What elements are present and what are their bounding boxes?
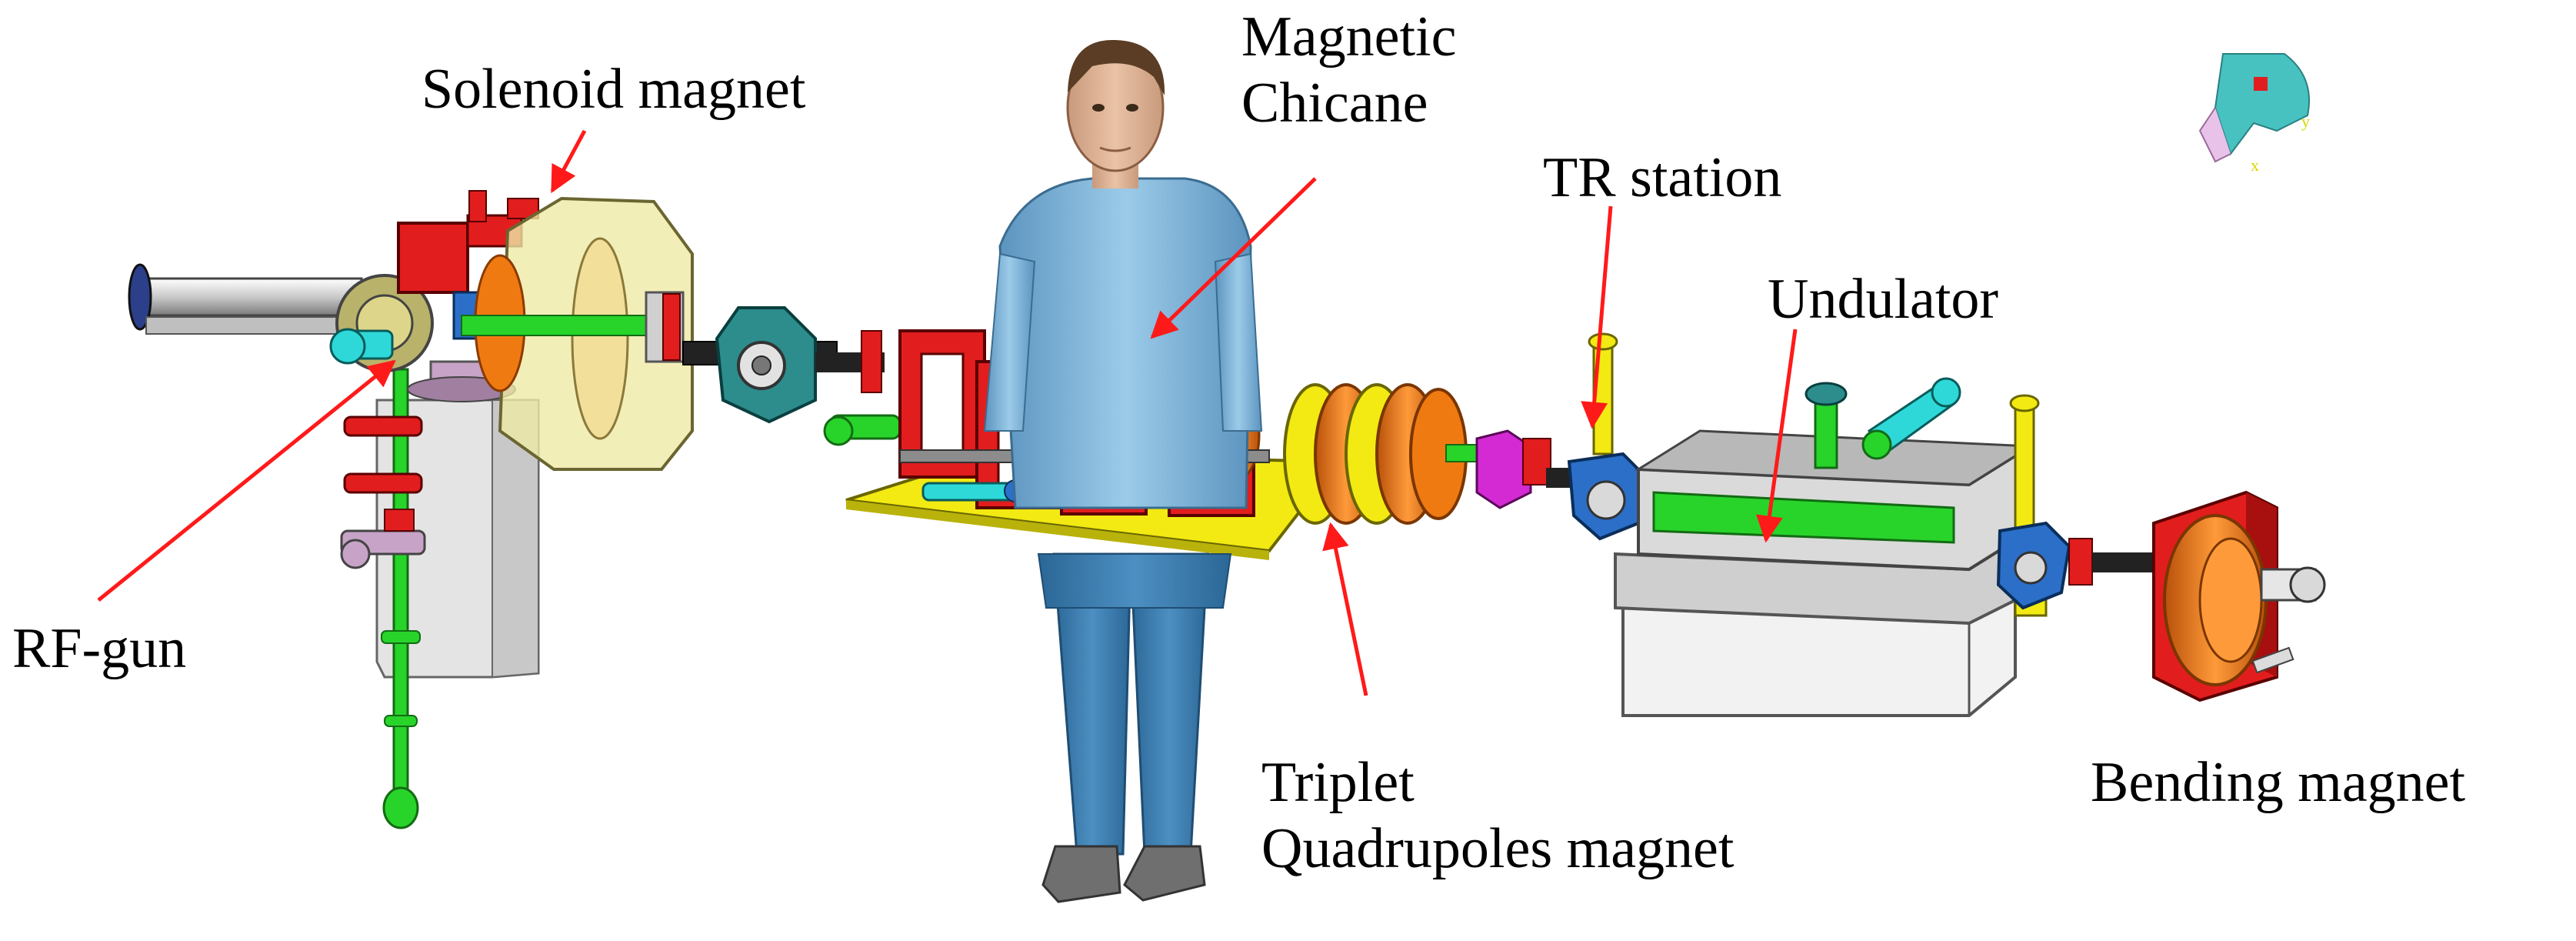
- triplet-quadrupoles: [1283, 383, 1631, 525]
- label-triplet-quadrupoles: Triplet Quadrupoles magnet: [1261, 749, 1734, 882]
- label-magnetic-line1: Magnetic: [1241, 5, 1457, 68]
- label-solenoid-text: Solenoid magnet: [422, 58, 806, 121]
- label-rf-gun-text: RF-gun: [12, 617, 187, 680]
- label-rf-gun: RF-gun: [12, 616, 186, 682]
- label-magnetic-chicane: Magnetic Chicane: [1241, 4, 1456, 136]
- label-tr-station: TR station: [1543, 145, 1781, 211]
- bending-magnet: [2152, 490, 2326, 702]
- arrow-magnetic-chicane: [1150, 177, 1317, 339]
- label-triplet-line2: Quadrupoles magnet: [1261, 817, 1735, 880]
- label-solenoid-magnet: Solenoid magnet: [422, 56, 805, 122]
- label-triplet-line1: Triplet: [1261, 751, 1415, 814]
- axis-y-label: y: [2301, 112, 2310, 131]
- label-undulator-text: Undulator: [1768, 268, 1999, 331]
- axis-x-label: x: [2251, 155, 2259, 175]
- label-magnetic-line2: Chicane: [1241, 72, 1428, 135]
- beam-pipe-2: [1996, 394, 2177, 617]
- arrow-undulator: [1755, 329, 1798, 543]
- solenoid-magnet: [461, 196, 694, 471]
- person-figure: [983, 39, 1263, 903]
- undulator: [1614, 377, 2034, 717]
- beam-pipe-1: [682, 306, 901, 446]
- label-bending-magnet: Bending magnet: [2091, 749, 2465, 816]
- arrow-rf-gun: [97, 359, 396, 602]
- annotation-arrows: [97, 129, 1798, 696]
- label-undulator: Undulator: [1768, 266, 1998, 332]
- arrow-solenoid: [550, 129, 587, 194]
- label-bending-text: Bending magnet: [2091, 751, 2466, 814]
- axis-orientation-glyph: y x: [2198, 53, 2310, 175]
- arrow-tr-station: [1581, 205, 1613, 429]
- arrow-triplet: [1322, 522, 1368, 696]
- rf-gun-assembly: [128, 190, 540, 829]
- label-tr-station-text: TR station: [1543, 146, 1782, 209]
